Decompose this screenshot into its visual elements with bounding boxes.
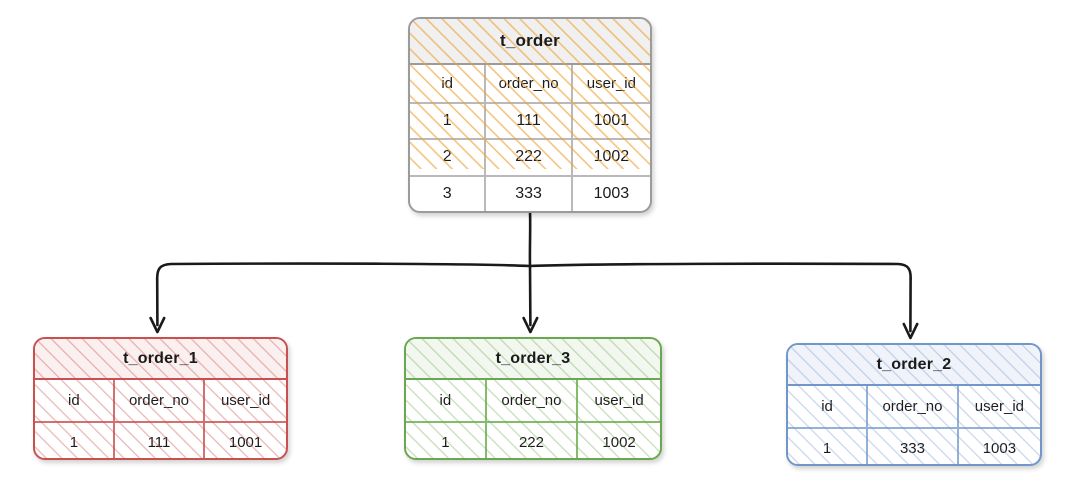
cell-user-id: 1001 xyxy=(570,103,650,138)
cell-user-id: 1003 xyxy=(570,176,650,211)
cell-order-no: 222 xyxy=(484,423,576,458)
cell-id: 1 xyxy=(822,440,832,457)
cell-order-no: 333 xyxy=(484,176,570,211)
column-header-id: id xyxy=(821,398,833,415)
table-row[interactable]: 1 111 1001 xyxy=(410,101,650,138)
column-header-user-id: user_id xyxy=(956,386,1040,427)
table-header-t-order-3: t_order_3 xyxy=(406,339,660,458)
cell-user-id: 1002 xyxy=(570,140,650,175)
table-header-t-order-2: t_order_2 xyxy=(788,345,1040,464)
arrow-down-icon xyxy=(902,322,919,340)
cell-user-id: 1001 xyxy=(203,423,286,458)
table-row[interactable]: 3 333 1003 xyxy=(410,174,650,211)
table-header-t-order-1: t_order_1 xyxy=(35,339,286,458)
arrow-down-icon xyxy=(522,316,539,334)
cell-order-no: 333 xyxy=(866,429,957,464)
cell-id: 3 xyxy=(442,184,452,202)
table-row[interactable]: 1 222 1002 xyxy=(406,421,660,458)
cell-id: 1 xyxy=(69,434,79,451)
column-header-row: id order_no user_id xyxy=(788,386,1040,427)
column-header-user-id: user_id xyxy=(203,380,286,421)
table-title: t_order_1 xyxy=(123,349,198,367)
column-header-user-id: user_id xyxy=(576,380,660,421)
cell-id: 2 xyxy=(442,148,452,166)
table-header-t-order: t_order xyxy=(410,19,650,169)
column-header-row: id order_no user_id xyxy=(410,65,650,102)
column-header-id: id xyxy=(439,392,452,409)
column-header-user-id: user_id xyxy=(570,65,650,102)
column-header-order-no: order_no xyxy=(484,380,576,421)
arrow-down-icon xyxy=(149,316,166,334)
cell-user-id: 1002 xyxy=(576,423,660,458)
table-t-order-1[interactable]: t_order_1 id order_no user_id 1 111 1001 xyxy=(33,337,288,460)
cell-order-no: 222 xyxy=(484,140,570,175)
table-title: t_order_3 xyxy=(495,349,571,367)
table-t-order-3[interactable]: t_order_3 id order_no user_id 1 222 1002 xyxy=(404,337,662,460)
table-title: t_order xyxy=(500,31,560,50)
table-title: t_order_2 xyxy=(876,355,952,373)
connector-branch-left xyxy=(155,262,532,281)
column-header-id: id xyxy=(441,74,454,92)
cell-user-id: 1003 xyxy=(956,429,1040,464)
cell-id: 1 xyxy=(441,434,450,451)
column-header-order-no: order_no xyxy=(484,65,570,102)
table-row[interactable]: 1 333 1003 xyxy=(788,427,1040,464)
column-header-row: id order_no user_id xyxy=(35,380,286,421)
cell-id: 1 xyxy=(442,111,452,129)
table-t-order-2[interactable]: t_order_2 id order_no user_id 1 333 1003 xyxy=(786,343,1042,466)
table-row[interactable]: 2 222 1002 xyxy=(410,138,650,175)
cell-order-no: 111 xyxy=(112,423,203,458)
connector-branch-right xyxy=(528,262,912,281)
column-header-order-no: order_no xyxy=(866,386,957,427)
table-t-order[interactable]: t_order id order_no user_id 1 111 1001 2… xyxy=(408,17,652,213)
column-header-order-no: order_no xyxy=(112,380,203,421)
column-header-id: id xyxy=(68,392,80,409)
table-row[interactable]: 1 111 1001 xyxy=(35,421,286,458)
cell-order-no: 111 xyxy=(484,103,570,138)
column-header-row: id order_no user_id xyxy=(406,380,660,421)
